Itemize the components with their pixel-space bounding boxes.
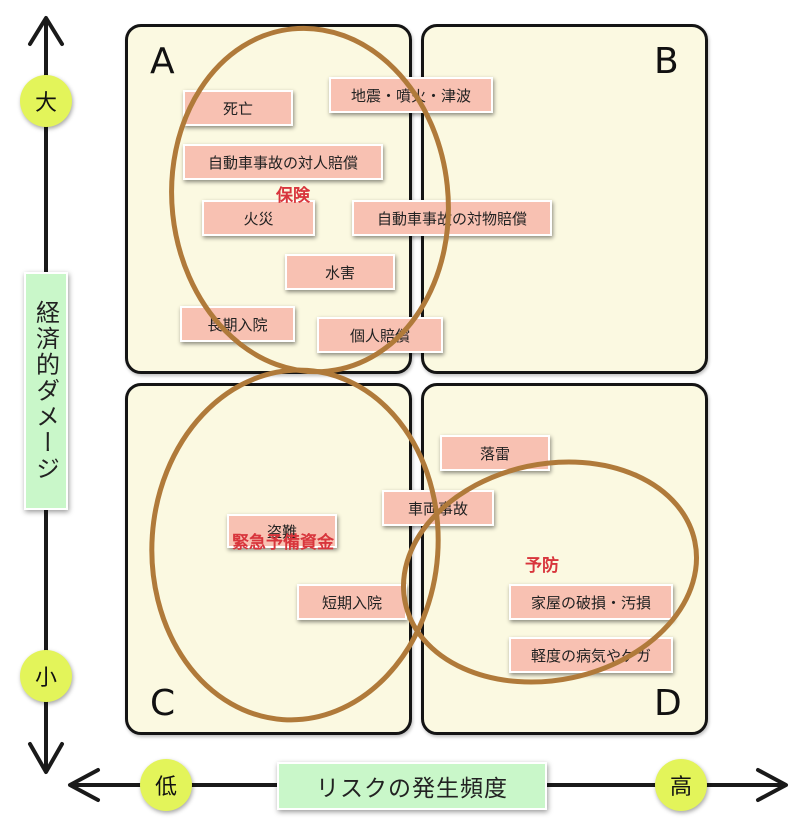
- y-axis-arrow-up: [28, 16, 64, 46]
- quadrant-label-a: A: [150, 41, 175, 82]
- risk-tag-minor-illness: 軽度の病気やケガ: [509, 637, 673, 673]
- frequency-high-badge: 高: [655, 759, 707, 811]
- risk-tag-car-bodily: 自動車事故の対人賠償: [183, 144, 383, 180]
- quadrant-b: [421, 24, 708, 374]
- risk-tag-lightning: 落雷: [440, 435, 550, 471]
- quadrant-label-c: C: [150, 683, 176, 724]
- quadrant-label-d: D: [654, 683, 682, 724]
- risk-tag-death: 死亡: [183, 90, 293, 126]
- strategy-label-prevention: 予防: [525, 556, 559, 576]
- y-axis-arrow-down: [28, 742, 64, 774]
- damage-high-badge: 大: [20, 75, 72, 127]
- strategy-label-emergency-fund: 緊急予備資金: [232, 533, 334, 553]
- quadrant-label-b: B: [654, 41, 679, 82]
- risk-tag-personal-liability: 個人賠償: [317, 317, 443, 353]
- strategy-label-insurance: 保険: [276, 186, 310, 206]
- y-axis-label: 経済的ダメージ: [24, 272, 68, 510]
- damage-low-badge: 小: [20, 650, 72, 702]
- risk-tag-vehicle-accident: 車両事故: [382, 490, 494, 526]
- risk-tag-flood: 水害: [285, 254, 395, 290]
- x-axis-arrow-right: [756, 768, 788, 802]
- risk-tag-long-hospital: 長期入院: [180, 306, 295, 342]
- risk-tag-short-hospital: 短期入院: [297, 584, 407, 620]
- risk-tag-house-damage: 家屋の破損・汚損: [509, 584, 673, 620]
- x-axis-label: リスクの発生頻度: [277, 762, 547, 810]
- frequency-low-badge: 低: [140, 759, 192, 811]
- x-axis-arrow-left: [68, 768, 100, 802]
- risk-tag-car-property: 自動車事故の対物賠償: [352, 200, 552, 236]
- risk-tag-earthquake: 地震・噴火・津波: [329, 77, 493, 113]
